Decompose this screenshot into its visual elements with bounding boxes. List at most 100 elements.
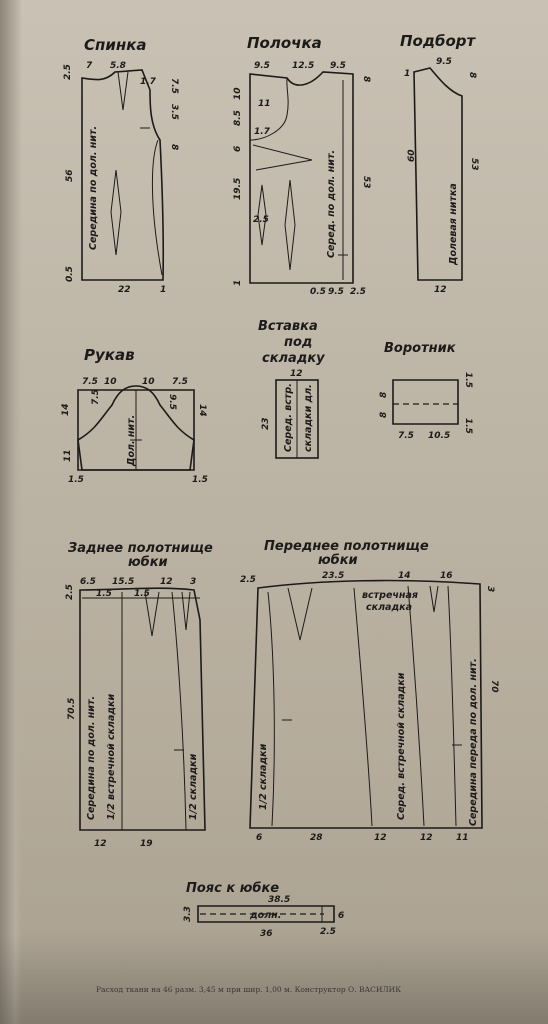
vstavka-left: 23 — [261, 417, 271, 430]
polochka-top-2: 12.5 — [292, 61, 314, 71]
rukav-bottom-2: 1.5 — [192, 475, 208, 485]
front-skirt-title-1: Переднее полотнище — [264, 539, 429, 554]
back-skirt-title-2: юбки — [128, 555, 168, 570]
podbort-piece: Подборт 9.5 1 8 60 Долевая нитка 53 12 — [400, 32, 479, 295]
front-skirt-piece: Переднее полотнище юбки 2.5 23.5 14 16 3… — [240, 539, 499, 843]
spinka-right-1: 1.7 — [140, 77, 157, 87]
podbort-left-top: 1 — [404, 69, 410, 79]
vorotnik-left-1: 8 — [379, 392, 389, 398]
polochka-top-3: 9.5 — [330, 61, 346, 71]
spinka-waist-dart — [110, 169, 122, 256]
polochka-left-3: 8.5 — [233, 110, 243, 126]
back-skirt-small-2: 1.5 — [96, 589, 112, 599]
spinka-bottom-2: 1 — [160, 285, 166, 295]
polochka-bottom-3: 2.5 — [350, 287, 366, 297]
front-skirt-bottom-3: 12 — [374, 833, 387, 843]
polochka-right-top: 8 — [361, 76, 371, 82]
rukav-inner-2: 9.5 — [167, 394, 177, 410]
spinka-right-2: 7.5 — [169, 78, 179, 94]
footer-note: Расход ткани на 46 разм. 3,45 м при шир.… — [96, 985, 401, 994]
rukav-grain-label: Дол. нит. — [126, 415, 137, 467]
belt-left: 3.3 — [183, 906, 193, 922]
podbort-left: 60 — [407, 149, 417, 162]
polochka-left-2: 11 — [258, 99, 271, 109]
polochka-waist-dart — [284, 179, 296, 271]
podbort-right: 53 — [469, 158, 479, 171]
belt-bottom-1: 36 — [260, 929, 273, 939]
polochka-left-7: 2.5 — [253, 215, 269, 225]
vorotnik-title: Воротник — [384, 341, 457, 356]
vstavka-title-3: складку — [262, 351, 325, 366]
podbort-outline — [413, 67, 463, 281]
vstavka-text-1: Серед. встр. — [283, 383, 294, 452]
front-skirt-bottom-2: 28 — [310, 833, 323, 843]
polochka-left-8: 1 — [233, 280, 243, 286]
back-skirt-left: 70.5 — [67, 698, 77, 720]
belt-piece: Пояс к юбке 38.5 3.3 6 долн. 36 2.5 — [183, 881, 344, 939]
spinka-top-1: 7 — [86, 61, 93, 71]
front-skirt-bottom-4: 12 — [420, 833, 433, 843]
front-skirt-fold-label-1: 1/2 складки — [258, 743, 269, 810]
rukav-side-left: 14 — [61, 403, 71, 416]
front-skirt-outline — [249, 579, 483, 829]
back-skirt-fold-line — [171, 591, 187, 831]
back-skirt-top-2: 15.5 — [112, 577, 134, 587]
podbort-title: Подборт — [400, 32, 476, 50]
front-skirt-top-1: 2.5 — [240, 575, 256, 585]
spinka-right-3: 3.5 — [169, 104, 179, 120]
vorotnik-outline — [392, 379, 459, 425]
back-skirt-top-1: 6.5 — [80, 577, 96, 587]
polochka-left-1: 10 — [233, 87, 243, 100]
rukav-top-4: 7.5 — [172, 377, 188, 387]
back-skirt-bottom-1: 12 — [94, 839, 107, 849]
podbort-right-top: 8 — [467, 72, 477, 78]
front-skirt-fold-1 — [267, 591, 275, 827]
polochka-side-dart — [257, 184, 267, 246]
front-skirt-fold-top-1: встречная — [362, 590, 418, 601]
polochka-bottom-2: 9.5 — [328, 287, 344, 297]
front-skirt-dart-1 — [287, 587, 313, 641]
back-skirt-outline — [79, 587, 206, 831]
vstavka-title-1: Вставка — [258, 319, 318, 334]
polochka-left-5: 6 — [233, 146, 243, 152]
back-skirt-top-3: 12 — [160, 577, 173, 587]
podbort-top: 9.5 — [436, 57, 452, 67]
rukav-side-lower: 11 — [63, 449, 73, 462]
front-skirt-bottom-1: 6 — [256, 833, 262, 843]
spinka-neck-dart — [117, 71, 129, 111]
belt-outline — [197, 905, 335, 923]
podbort-bottom: 12 — [434, 285, 447, 295]
front-skirt-fold-label-2: Серед. встречной складки — [396, 672, 407, 820]
front-skirt-dart-2 — [429, 585, 439, 613]
front-skirt-fold-2 — [353, 587, 373, 827]
spinka-left-top: 2.5 — [63, 64, 73, 80]
podbort-grain-label: Долевая нитка — [448, 183, 459, 266]
vorotnik-right-1: 1.5 — [463, 372, 473, 388]
back-skirt-dart-2 — [181, 591, 191, 631]
rukav-title: Рукав — [84, 346, 135, 364]
front-skirt-bottom-5: 11 — [456, 833, 469, 843]
spinka-title: Спинка — [84, 36, 147, 54]
polochka-outline — [249, 71, 354, 284]
vorotnik-bottom-1: 7.5 — [398, 431, 414, 441]
spinka-piece: Спинка 7 5.8 2.5 1.7 7.5 3.5 8 56 Середи… — [63, 36, 179, 295]
polochka-left-4: 1.7 — [254, 127, 271, 137]
polochka-armhole — [249, 77, 289, 141]
vstavka-piece: Вставка под складку 12 23 Серед. встр. с… — [258, 319, 325, 459]
polochka-grain-label: Серед. по дол. нит. — [326, 150, 337, 258]
front-skirt-top-4: 16 — [440, 571, 453, 581]
front-skirt-right-top: 3 — [485, 586, 495, 592]
rukav-top-2: 10 — [104, 377, 117, 387]
spinka-left-bottom: 0.5 — [65, 266, 75, 282]
vorotnik-bottom-2: 10.5 — [428, 431, 450, 441]
belt-right: 6 — [338, 911, 344, 921]
vstavka-text-2: складки дл. — [303, 384, 314, 452]
vorotnik-piece: Воротник 1.5 1.5 8 8 7.5 10.5 — [379, 341, 473, 441]
rukav-top-1: 7.5 — [82, 377, 98, 387]
belt-text: долн. — [249, 910, 281, 921]
back-skirt-top-4: 3 — [190, 577, 196, 587]
back-skirt-piece: Заднее полотнище юбки 6.5 15.5 12 3 2.5 … — [65, 541, 213, 849]
spinka-top-2: 5.8 — [110, 61, 126, 71]
